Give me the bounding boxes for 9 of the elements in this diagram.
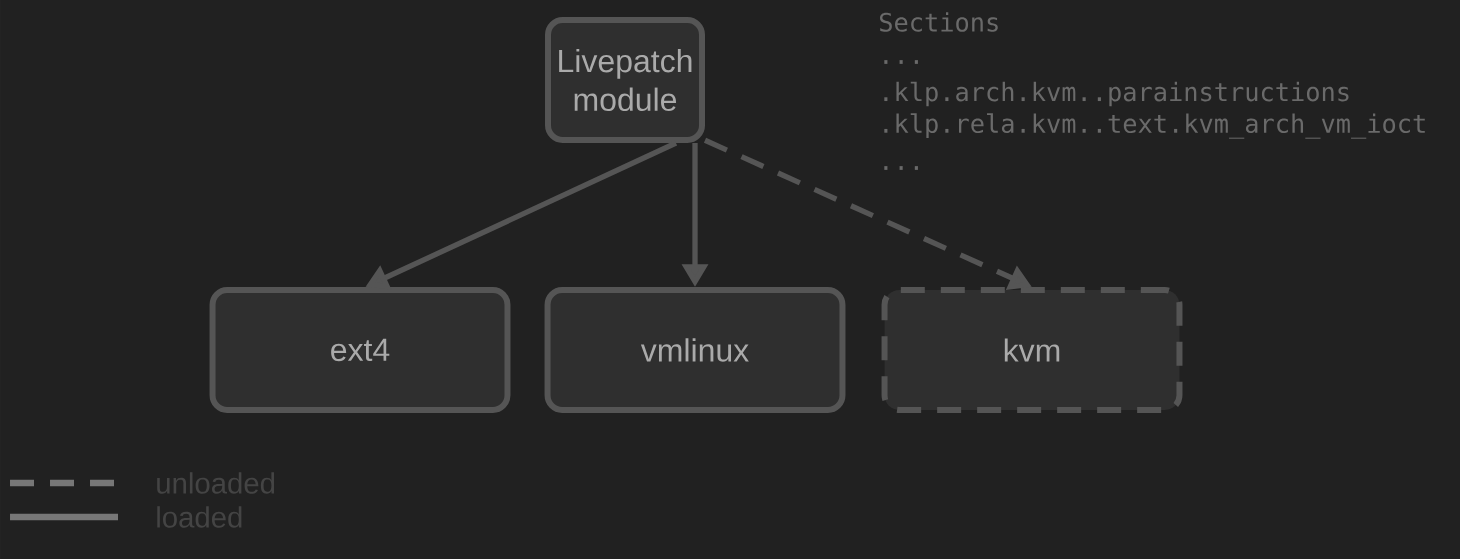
section-heading: Sections [880,12,998,32]
module-box: ext4 [209,287,511,413]
module-box: vmlinux [544,287,846,413]
module-box: kvm [881,287,1183,413]
section-name: .klp.rela.kvm..text.kvm_arch_vm_ioct [884,113,1425,139]
section-name: ... [884,60,918,64]
section-name: .klp.arch.kvm..parainstructions [884,81,1349,107]
section-name: ... [884,166,918,170]
module-box: Livepatch module [545,17,705,143]
